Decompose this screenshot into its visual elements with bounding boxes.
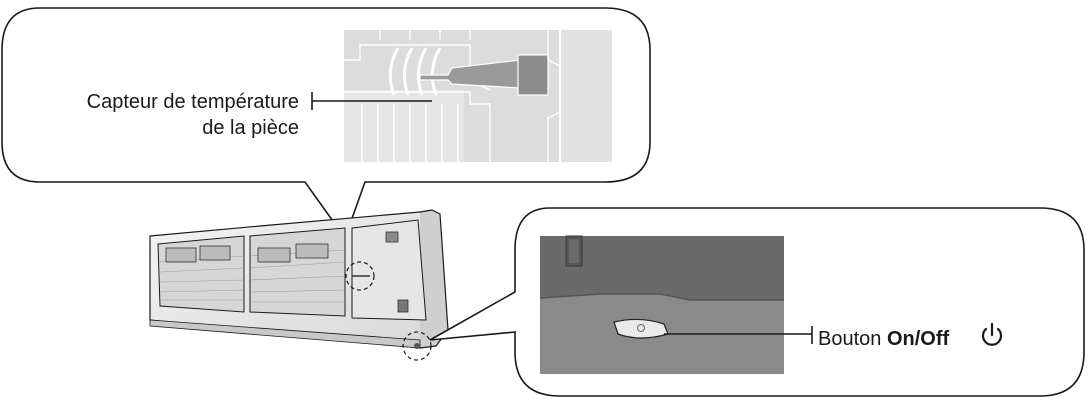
sensor-detail-image [344, 30, 612, 162]
button-callout [429, 207, 1085, 397]
button-detail-image [539, 235, 784, 374]
button-label-bold: On/Off [886, 328, 950, 350]
sensor-label-line1: Capteur de température [86, 91, 299, 113]
onoff-button-label: Bouton On/Off [818, 327, 949, 351]
button-label-prefix: Bouton [818, 328, 887, 350]
power-icon [981, 322, 1003, 346]
sensor-label-line2: de la pièce [202, 117, 299, 139]
sensor-callout [1, 7, 651, 240]
air-conditioner-unit [149, 209, 449, 361]
